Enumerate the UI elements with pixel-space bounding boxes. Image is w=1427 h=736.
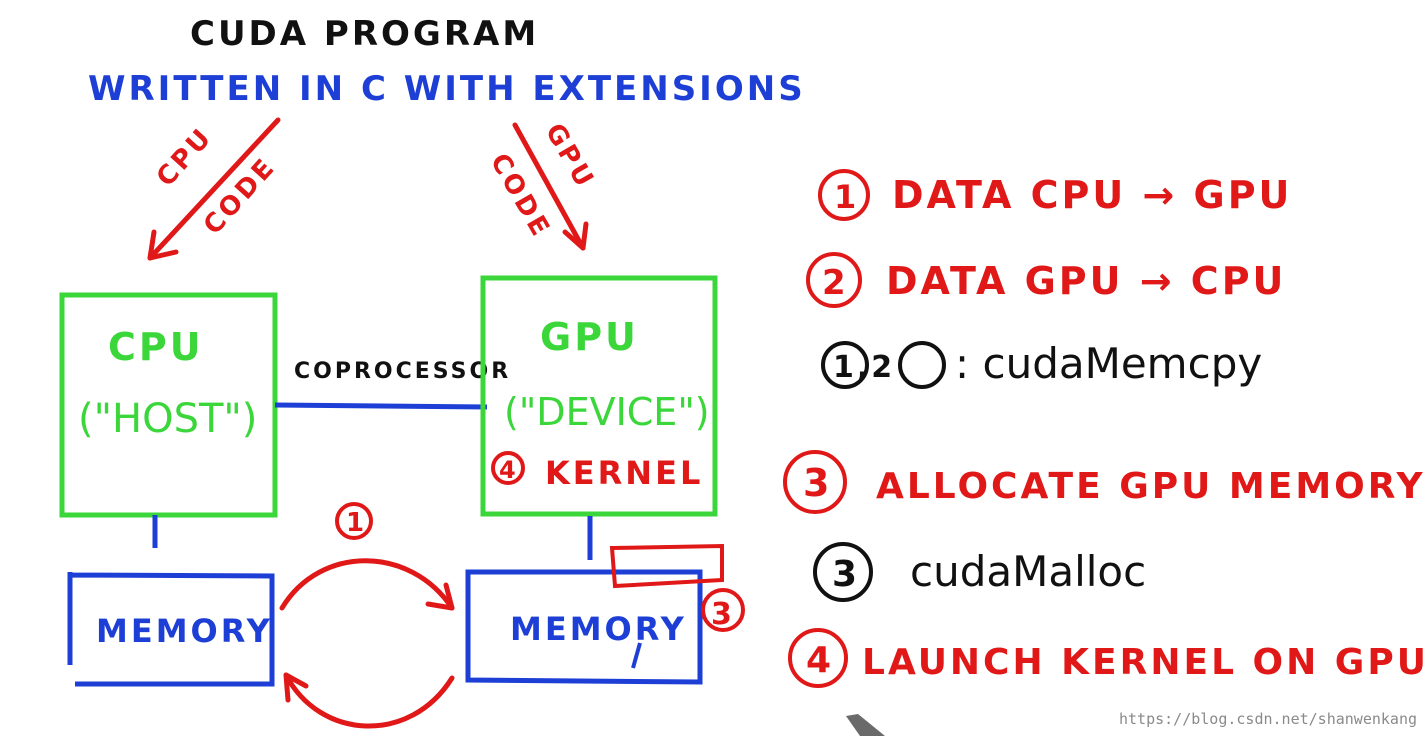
steps-list: 1 DATA CPU → GPU 2 DATA GPU → CPU 1,2 : … — [783, 169, 1427, 688]
coprocessor-label: COPROCESSOR — [294, 359, 511, 384]
step-2-num: 2 — [822, 263, 849, 303]
device-memory-box: MEMORY — [465, 569, 703, 685]
device-subtitle: ("DEVICE") — [504, 390, 710, 434]
host-memory-label: MEMORY — [96, 612, 273, 650]
step-memcpy-text: : cudaMemcpy — [955, 339, 1262, 388]
kernel-label: KERNEL — [545, 454, 703, 492]
step-malloc-num: 3 — [832, 554, 860, 595]
alloc-number: 3 — [711, 597, 735, 632]
step-2: 2 DATA GPU → CPU — [806, 252, 1286, 308]
step-malloc: 3 cudaMalloc — [813, 542, 1146, 602]
diagram-subtitle: WRITTEN IN C WITH EXTENSIONS — [88, 69, 806, 109]
allocated-region: 3 — [609, 543, 745, 632]
step-3-num: 3 — [803, 461, 832, 505]
step-memcpy-num: 1,2 — [833, 350, 895, 385]
host-title: CPU — [108, 325, 204, 369]
step-1-text: DATA CPU → GPU — [892, 173, 1292, 217]
step-4-text: LAUNCH KERNEL ON GPU — [862, 642, 1427, 683]
step-1-num: 1 — [834, 178, 859, 216]
transfer-arrows: 1 — [279, 502, 455, 729]
diagram-title: CUDA PROGRAM — [190, 14, 539, 54]
step-3: 3 ALLOCATE GPU MEMORY — [783, 450, 1426, 514]
gpu-code-label-bottom: CODE — [484, 149, 556, 244]
step-malloc-text: cudaMalloc — [910, 547, 1146, 596]
kernel-number: 4 — [499, 456, 519, 484]
pen-tip — [846, 714, 885, 736]
step-1: 1 DATA CPU → GPU — [818, 169, 1292, 221]
step-3-text: ALLOCATE GPU MEMORY — [876, 466, 1426, 507]
device-memory-label: MEMORY — [510, 610, 687, 648]
cpu-code-label-top: CPU — [151, 122, 219, 193]
host-box: CPU ("HOST") — [59, 292, 278, 518]
step-2-text: DATA GPU → CPU — [886, 259, 1286, 303]
transfer-number: 1 — [346, 508, 367, 538]
step-4: 4 LAUNCH KERNEL ON GPU — [788, 628, 1427, 688]
watermark: https://blog.csdn.net/shanwenkang — [1118, 710, 1417, 728]
device-title: GPU — [540, 315, 639, 359]
host-memory-box: MEMORY — [67, 572, 275, 687]
step-4-num: 4 — [806, 640, 834, 681]
cpu-code-arrow: CPU CODE — [147, 117, 282, 261]
device-box: GPU ("DEVICE") 4 KERNEL — [480, 275, 718, 517]
step-memcpy: 1,2 : cudaMemcpy — [821, 339, 1262, 389]
host-subtitle: ("HOST") — [78, 396, 257, 442]
coprocessor-link: COPROCESSOR — [274, 359, 511, 410]
gpu-code-arrow: GPU CODE — [484, 119, 600, 251]
